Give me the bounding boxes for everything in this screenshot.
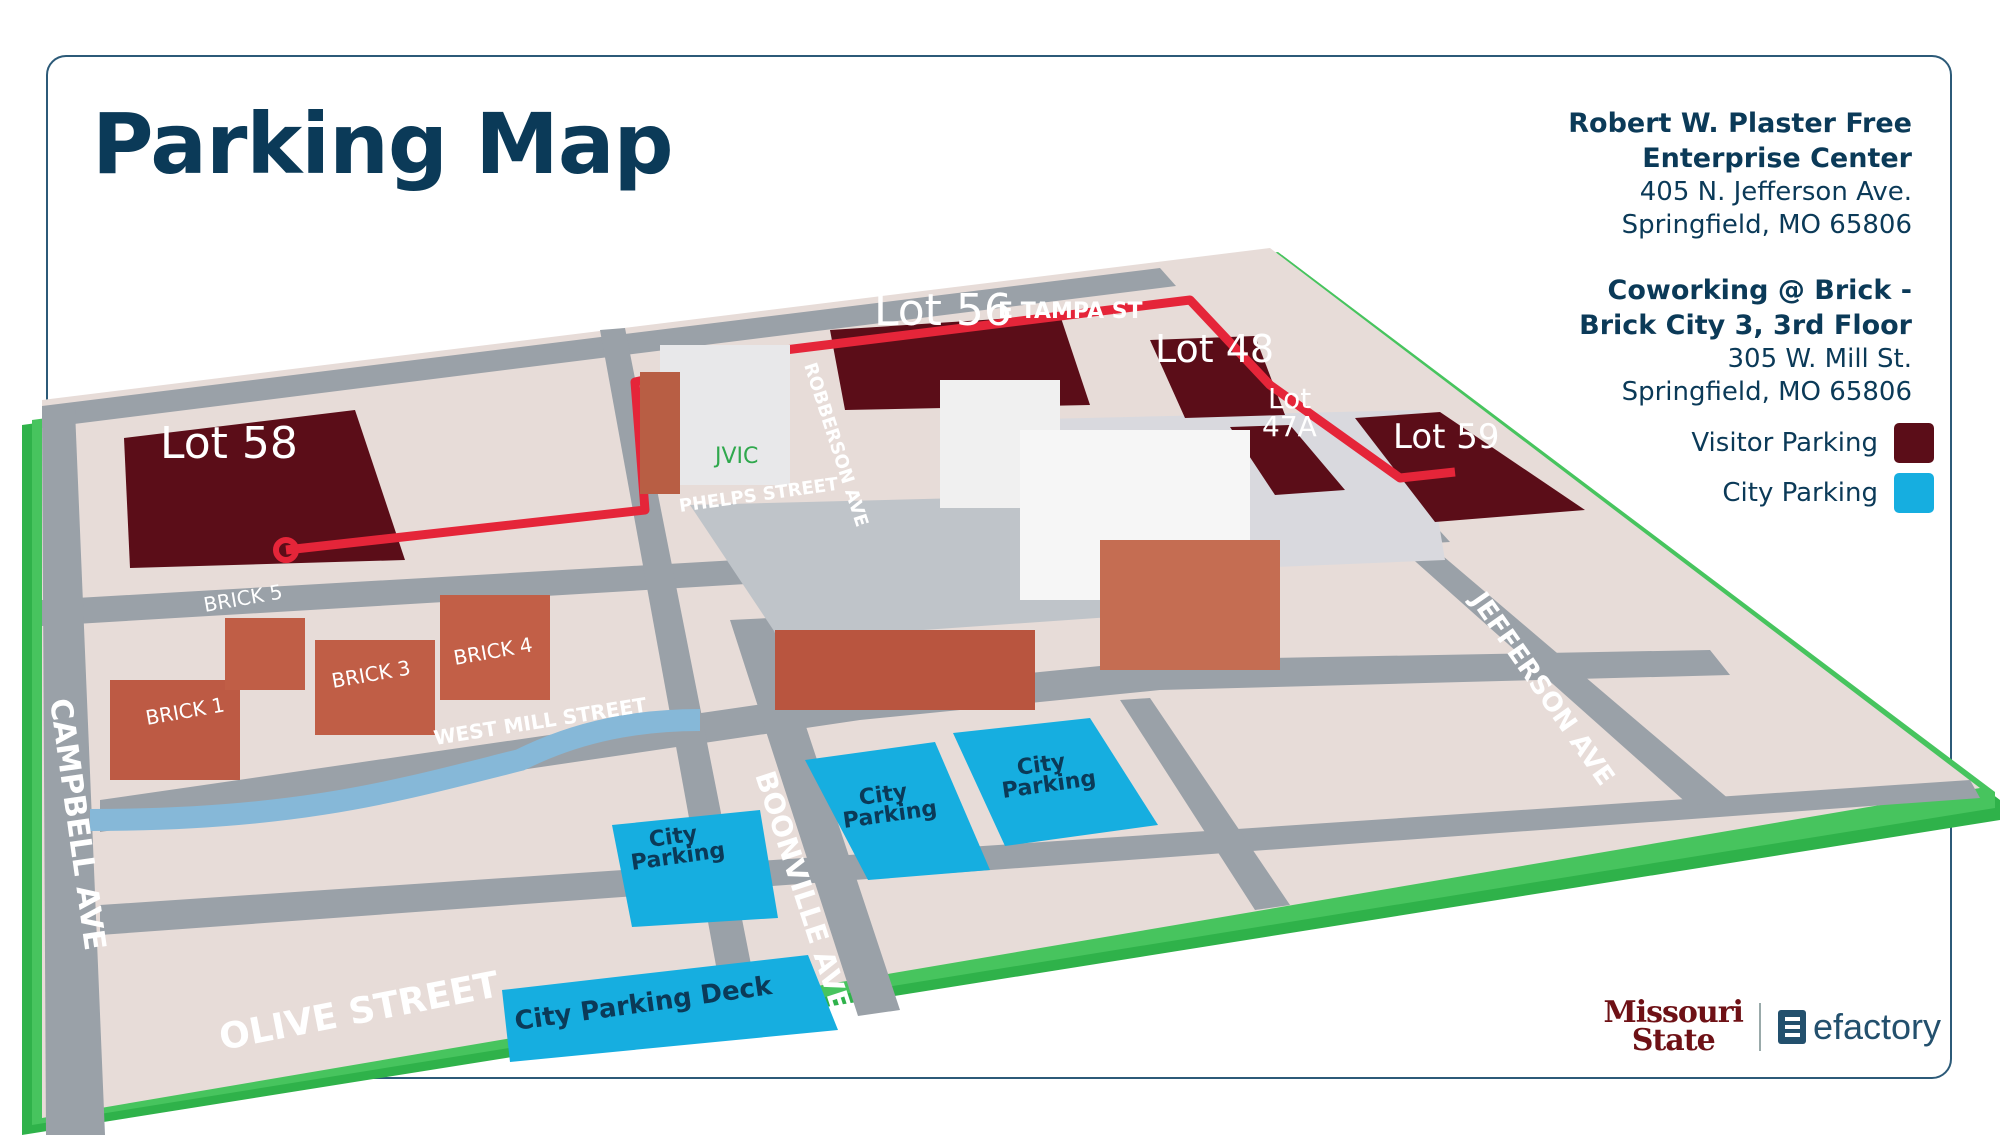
legend-visitor-swatch bbox=[1894, 423, 1934, 463]
efc-name-line2: Enterprise Center bbox=[1642, 143, 1912, 174]
visitor-lots bbox=[124, 315, 1585, 568]
lot-58 bbox=[124, 410, 405, 568]
building-brick5 bbox=[225, 618, 305, 690]
brick-address-block: Coworking @ Brick - Brick City 3, 3rd Fl… bbox=[1579, 273, 1912, 409]
lot-56-label: Lot 56 bbox=[874, 285, 1012, 336]
lot-47a-label-1: Lot bbox=[1268, 382, 1311, 415]
efactory-icon bbox=[1777, 1010, 1806, 1044]
road-center-v bbox=[1120, 698, 1290, 910]
building-brick1 bbox=[110, 680, 240, 780]
buildings bbox=[110, 345, 1280, 780]
brick-name-line1: Coworking @ Brick - bbox=[1607, 275, 1912, 306]
city-parking-lots bbox=[502, 718, 1158, 1062]
lot-59-label: Lot 59 bbox=[1393, 417, 1500, 457]
efc-address2: Springfield, MO 65806 bbox=[1621, 210, 1912, 240]
road-campbell bbox=[42, 410, 105, 1135]
efactory-wordmark: efactory bbox=[1812, 1006, 1941, 1047]
brick-address2: Springfield, MO 65806 bbox=[1621, 377, 1912, 407]
lot-48-label: Lot 48 bbox=[1155, 327, 1274, 371]
city-parking-3 bbox=[953, 718, 1158, 846]
legend-visitor-parking: Visitor Parking bbox=[1691, 423, 1934, 463]
missouri-state-line1: Missouri bbox=[1603, 995, 1744, 1030]
city-parking-deck bbox=[502, 955, 838, 1062]
lot-47a-label-2: 47A bbox=[1262, 410, 1317, 443]
efc-address1: 405 N. Jefferson Ave. bbox=[1639, 177, 1912, 207]
efc-address-block: Robert W. Plaster Free Enterprise Center… bbox=[1568, 106, 1912, 242]
building-brick3 bbox=[315, 640, 435, 735]
legend-visitor-label: Visitor Parking bbox=[1691, 428, 1878, 458]
road-jefferson bbox=[1380, 528, 1730, 806]
city-parking-2 bbox=[805, 742, 990, 880]
city-parking-1 bbox=[612, 810, 778, 927]
lot-47a bbox=[1230, 425, 1345, 495]
brand-divider bbox=[1758, 1003, 1761, 1051]
building-brick4 bbox=[440, 595, 550, 700]
missouri-state-logo: Missouri State bbox=[1603, 995, 1744, 1058]
legend-city-label: City Parking bbox=[1722, 478, 1878, 508]
lot-58-label: Lot 58 bbox=[160, 418, 298, 469]
building-jvic-tower bbox=[640, 372, 680, 494]
building-brick-tall bbox=[1100, 540, 1280, 670]
branding: Missouri State efactory bbox=[1603, 995, 1941, 1058]
legend-city-swatch bbox=[1894, 473, 1934, 513]
street-tampa: E TAMPA ST bbox=[998, 299, 1143, 324]
road-olive bbox=[100, 780, 1980, 935]
lot-48 bbox=[1150, 336, 1285, 418]
building-brick-low bbox=[775, 630, 1035, 710]
brick-address1: 305 W. Mill St. bbox=[1727, 344, 1912, 374]
legend-city-parking: City Parking bbox=[1722, 473, 1934, 513]
label-jvic: JVIC bbox=[713, 444, 758, 469]
brick-name-line2: Brick City 3, 3rd Floor bbox=[1579, 310, 1912, 341]
building-jvic bbox=[660, 345, 790, 485]
page-title: Parking Map bbox=[92, 95, 674, 193]
route-start bbox=[273, 537, 299, 563]
road-boonville bbox=[730, 618, 900, 1016]
efc-name-line1: Robert W. Plaster Free bbox=[1568, 108, 1912, 139]
lot-59 bbox=[1355, 412, 1585, 522]
creek bbox=[89, 709, 701, 831]
missouri-state-line2: State bbox=[1631, 1023, 1716, 1058]
